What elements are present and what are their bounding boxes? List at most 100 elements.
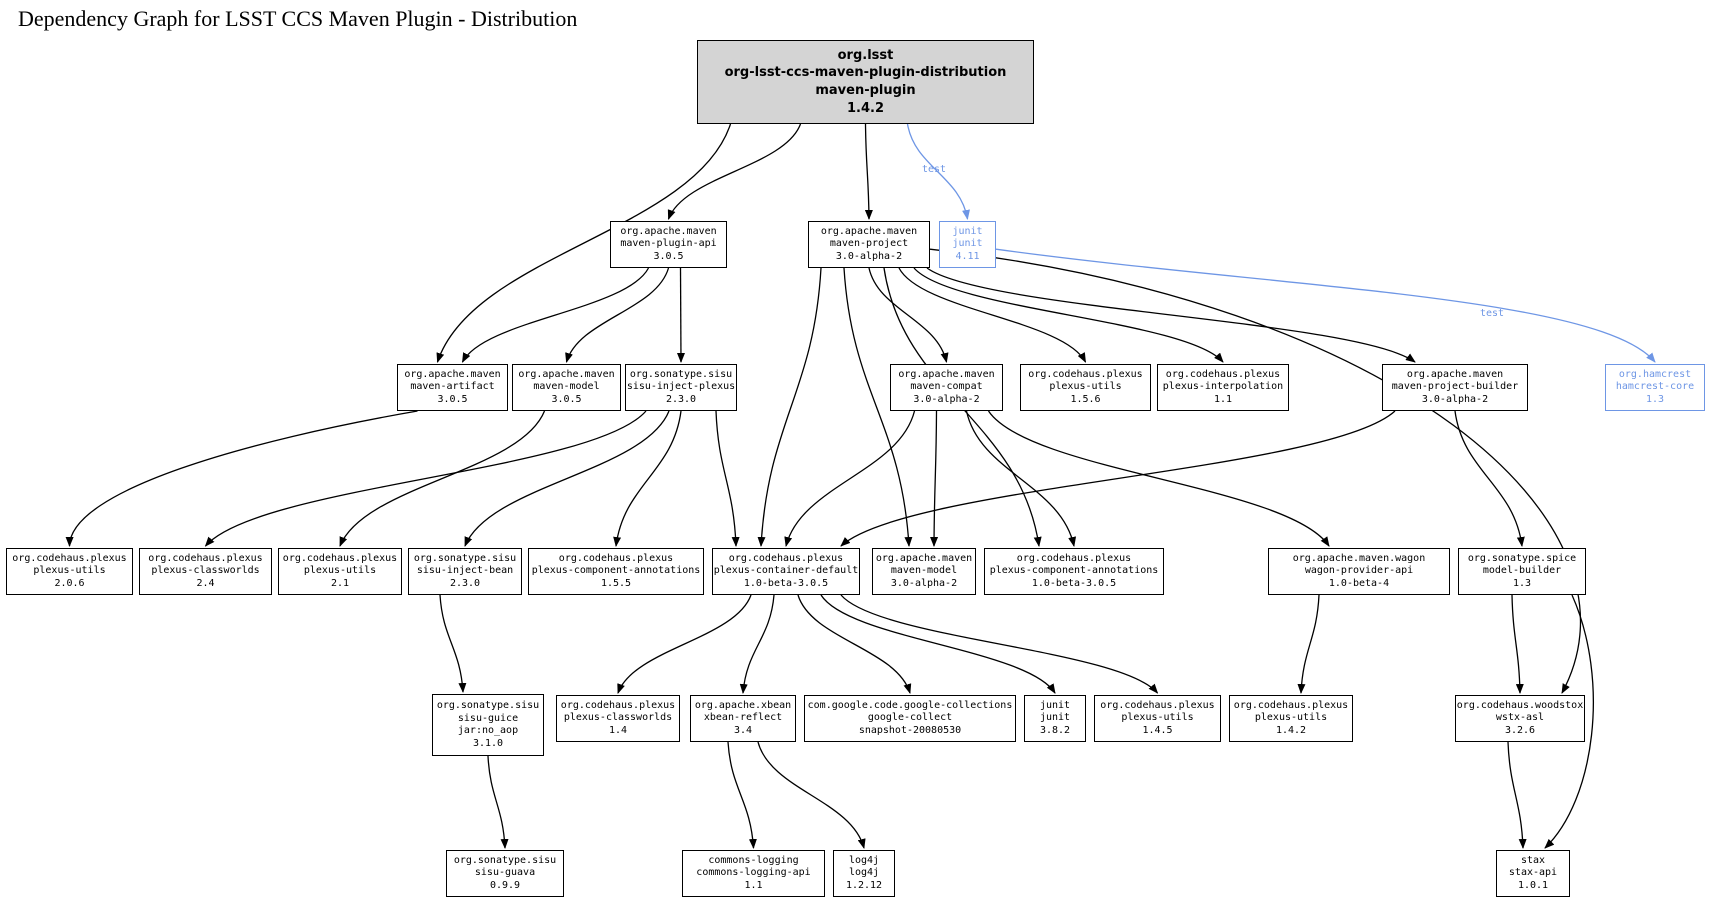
node-sisu-inject-plexus-line: sisu-inject-plexus <box>626 381 736 393</box>
edge-maven-compat-to-plexus-container-default <box>784 410 916 547</box>
node-plexus-utils-1-4-2-line: plexus-utils <box>1254 712 1328 724</box>
node-plexus-utils-2-1-line: org.codehaus.plexus <box>282 552 398 564</box>
node-plexus-classworlds-2-4-line: org.codehaus.plexus <box>148 552 263 564</box>
edge-sisu-inject-plexus-to-plexus-container-default <box>715 410 740 547</box>
node-commons-logging-api-line: commons-logging <box>708 854 799 866</box>
node-maven-model-3-0-alpha-2-line: org.apache.maven <box>875 552 973 564</box>
edge-maven-project-to-plexus-utils-1-5-6 <box>898 267 1087 363</box>
node-plexus-classworlds-2-4-line: plexus-classworlds <box>151 565 260 577</box>
node-maven-model-3-0-alpha-2-line: maven-model <box>890 565 958 577</box>
node-junit-4-11-line: junit <box>952 225 983 237</box>
node-plexus-utils-2-0-6-line: org.codehaus.plexus <box>12 552 127 564</box>
node-maven-project-line: org.apache.maven <box>820 225 918 237</box>
node-maven-project-builder-line: maven-project-builder <box>1391 381 1519 393</box>
edge-sisu-guice-to-sisu-guava <box>487 755 509 849</box>
edge-label-test: test <box>922 164 947 175</box>
node-wagon-provider-api-line: wagon-provider-api <box>1304 565 1414 577</box>
node-plexus-container-default-line: org.codehaus.plexus <box>728 552 844 564</box>
node-maven-model-3-0-5-line: maven-model <box>533 381 600 393</box>
node-xbean-reflect-line: xbean-reflect <box>703 712 783 724</box>
node-plexus-component-annotations-1-5-5-line: 1.5.5 <box>600 577 632 589</box>
node-hamcrest-core-line: 1.3 <box>1645 393 1665 405</box>
node-maven-plugin-api-line: 3.0.5 <box>653 250 684 262</box>
node-wstx-asl-line: org.codehaus.woodstox <box>1456 699 1584 711</box>
node-xbean-reflect-line: org.apache.xbean <box>694 699 792 711</box>
node-wagon-provider-api-line: org.apache.maven.wagon <box>1292 552 1426 564</box>
node-maven-project-builder-line: org.apache.maven <box>1406 368 1504 380</box>
edge-maven-compat-to-plexus-component-annotations-1-0-beta <box>965 410 1077 547</box>
edge-label-test: test <box>1480 308 1505 319</box>
node-sisu-guava-line: org.sonatype.sisu <box>453 854 557 866</box>
node-maven-compat-line: org.apache.maven <box>898 368 995 380</box>
edge-sisu-inject-plexus-to-plexus-component-annotations-1-5-5 <box>613 410 682 547</box>
edge-maven-plugin-api-to-sisu-inject-plexus <box>676 267 685 363</box>
node-plexus-interpolation-1-1-line: org.codehaus.plexus <box>1165 368 1281 380</box>
node-model-builder-line: org.sonatype.spice <box>1467 552 1577 564</box>
node-root-line: org.lsst <box>837 47 894 63</box>
node-plexus-utils-2-1-line: 2.1 <box>330 577 350 589</box>
node-junit-4-11-line: 4.11 <box>955 250 980 262</box>
node-log4j-line: log4j <box>848 854 880 866</box>
node-google-collect-line: google-collect <box>867 712 953 724</box>
node-plexus-component-annotations-1-0-beta-line: org.codehaus.plexus <box>1016 552 1132 564</box>
node-root-line: 1.4.2 <box>846 100 884 116</box>
node-maven-plugin-api-line: maven-plugin-api <box>620 238 717 250</box>
node-hamcrest-core-line: hamcrest-core <box>1615 381 1695 393</box>
node-xbean-reflect-line: 3.4 <box>733 724 753 736</box>
edge-root-to-maven-project <box>864 123 873 220</box>
edge-plexus-container-default-to-junit-3-8-2 <box>820 594 1056 694</box>
node-log4j-line: log4j <box>848 867 880 879</box>
node-plexus-utils-1-5-6-line: plexus-utils <box>1049 381 1122 393</box>
node-maven-project-builder-line: 3.0-alpha-2 <box>1421 393 1489 405</box>
edge-root-to-maven-artifact <box>436 123 732 363</box>
edge-root-to-maven-plugin-api <box>667 123 802 220</box>
edge-maven-project-to-maven-project-builder <box>926 267 1416 363</box>
node-maven-model-3-0-alpha-2-line: 3.0-alpha-2 <box>890 577 958 589</box>
node-maven-artifact-line: 3.0.5 <box>437 393 468 405</box>
node-plexus-interpolation-1-1-line: 1.1 <box>1213 393 1233 405</box>
node-plexus-utils-1-4-5-line: plexus-utils <box>1121 712 1194 724</box>
node-hamcrest-core-line: org.hamcrest <box>1618 368 1692 380</box>
edge-maven-plugin-api-to-maven-model-3-0-5 <box>565 267 670 363</box>
node-plexus-utils-1-4-5-line: 1.4.5 <box>1142 724 1173 736</box>
node-maven-model-3-0-5-line: 3.0.5 <box>551 393 582 405</box>
node-junit-3-8-2-line: junit <box>1039 699 1071 711</box>
node-plexus-component-annotations-1-0-beta-line: 1.0-beta-3.0.5 <box>1031 577 1117 589</box>
edge-wstx-asl-to-stax-api <box>1507 741 1527 849</box>
node-wstx-asl-line: 3.2.6 <box>1504 724 1536 736</box>
node-sisu-guice-line: jar:no_aop <box>457 725 519 736</box>
node-commons-logging-api-line: commons-logging-api <box>696 867 811 879</box>
node-sisu-guice-line: 3.1.0 <box>472 737 504 749</box>
node-plexus-utils-1-4-2-line: 1.4.2 <box>1275 724 1307 736</box>
edge-maven-project-builder-to-plexus-container-default <box>840 410 1396 547</box>
node-plexus-classworlds-2-4-line: 2.4 <box>196 577 215 589</box>
edge-maven-compat-to-wagon-provider-api <box>987 410 1330 547</box>
edge-maven-project-to-plexus-interpolation-1-1 <box>913 267 1224 363</box>
edge-root-to-junit-4-11 <box>906 123 970 220</box>
node-log4j-line: 1.2.12 <box>845 879 883 891</box>
edge-maven-project-to-maven-model-3-0-alpha-2 <box>843 267 913 547</box>
node-maven-compat-line: 3.0-alpha-2 <box>913 393 980 405</box>
node-sisu-guava-line: 0.9.9 <box>489 879 521 891</box>
edge-sisu-inject-bean-to-sisu-guice <box>439 594 467 693</box>
node-stax-api-line: stax-api <box>1508 867 1558 879</box>
